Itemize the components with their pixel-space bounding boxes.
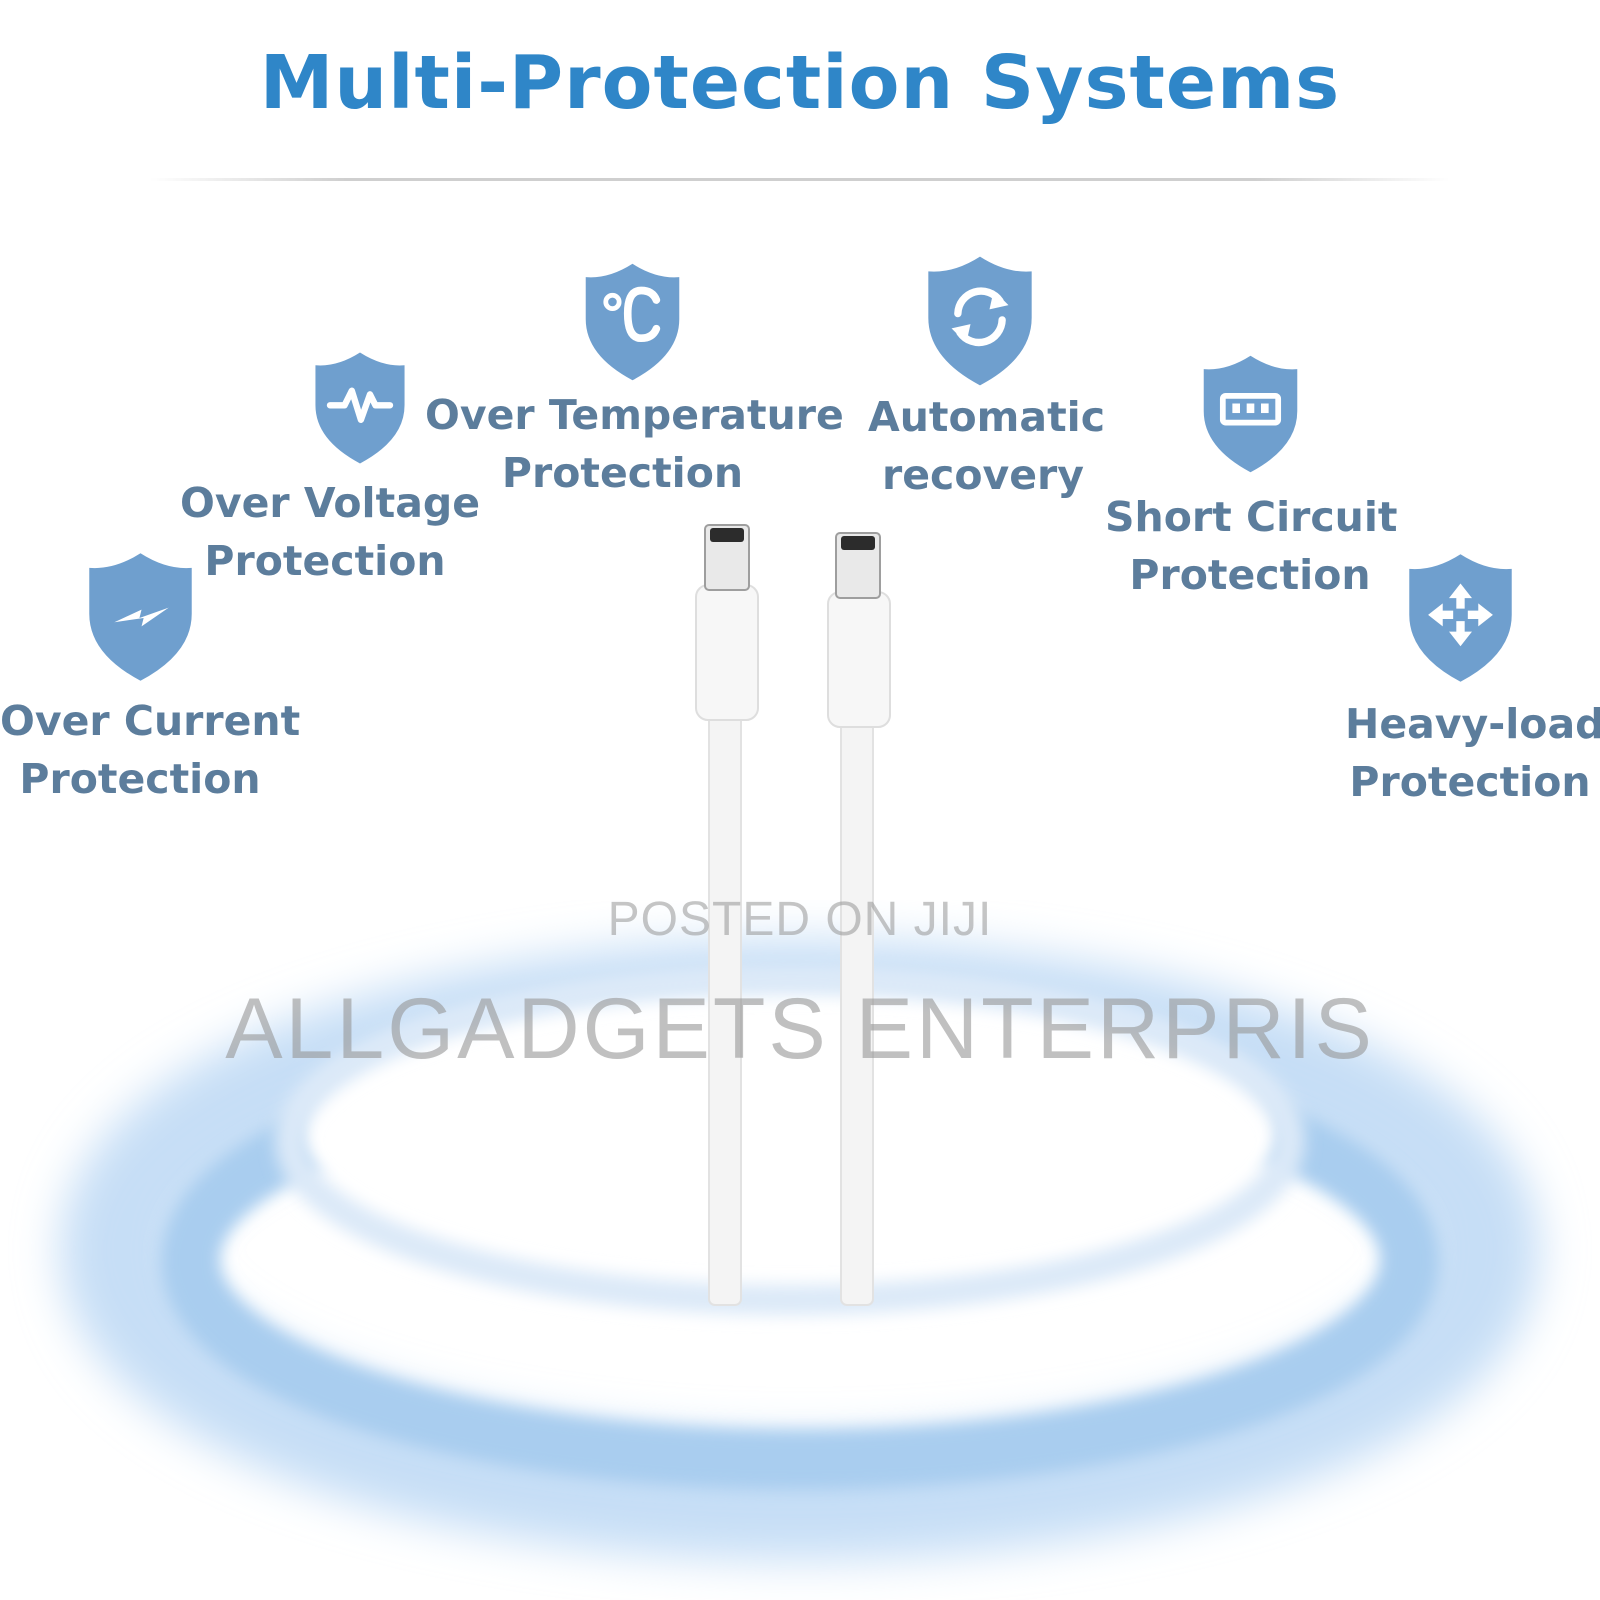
page-title: Multi-Protection Systems [259, 40, 1341, 126]
feature-line-1: Over Temperature [425, 391, 844, 439]
feature-line-2: Protection [1129, 551, 1371, 599]
feature-line-2: Protection [1349, 758, 1591, 806]
feature-line-2: Protection [204, 537, 446, 585]
watermark-seller: ALLGADGETS ENTERPRIS [225, 981, 1375, 1077]
usb-c-cable-left [695, 524, 759, 1306]
feature-line-1: Short Circuit [1105, 493, 1398, 541]
watermark-posted-on: POSTED ON JIJI [607, 893, 993, 946]
feature-line-1: Over Voltage [180, 479, 481, 527]
inner-ring [275, 965, 1305, 1315]
feature-line-2: Protection [501, 449, 744, 497]
title-divider [150, 178, 1450, 181]
four-arrows-icon [1409, 554, 1512, 682]
ring-inner-highlight [300, 980, 1280, 1280]
feature-over-voltage: Over Voltage Protection [180, 474, 481, 590]
usb-c-cable-right [827, 532, 891, 1306]
feature-line-2: recovery [882, 451, 1084, 499]
feature-short-circuit: Short Circuit Protection [1105, 488, 1398, 604]
feature-over-current: Over Current Protection [0, 692, 301, 808]
celsius-icon [585, 263, 680, 381]
feature-line-1: Automatic [868, 393, 1106, 441]
feature-line-1: Over Current [0, 697, 301, 745]
feature-heavy-load: Heavy-load Protection [1345, 695, 1600, 811]
lightning-bolt-icon [89, 553, 192, 681]
feature-automatic-recovery: Automatic recovery [868, 388, 1106, 504]
voltage-wave-icon [315, 352, 405, 464]
feature-line-2: Protection [19, 755, 261, 803]
feature-over-temperature: Over Temperature Protection [425, 386, 844, 502]
refresh-arrows-icon [928, 256, 1032, 386]
connector-icon [1203, 355, 1298, 473]
feature-line-1: Heavy-load [1345, 700, 1600, 748]
